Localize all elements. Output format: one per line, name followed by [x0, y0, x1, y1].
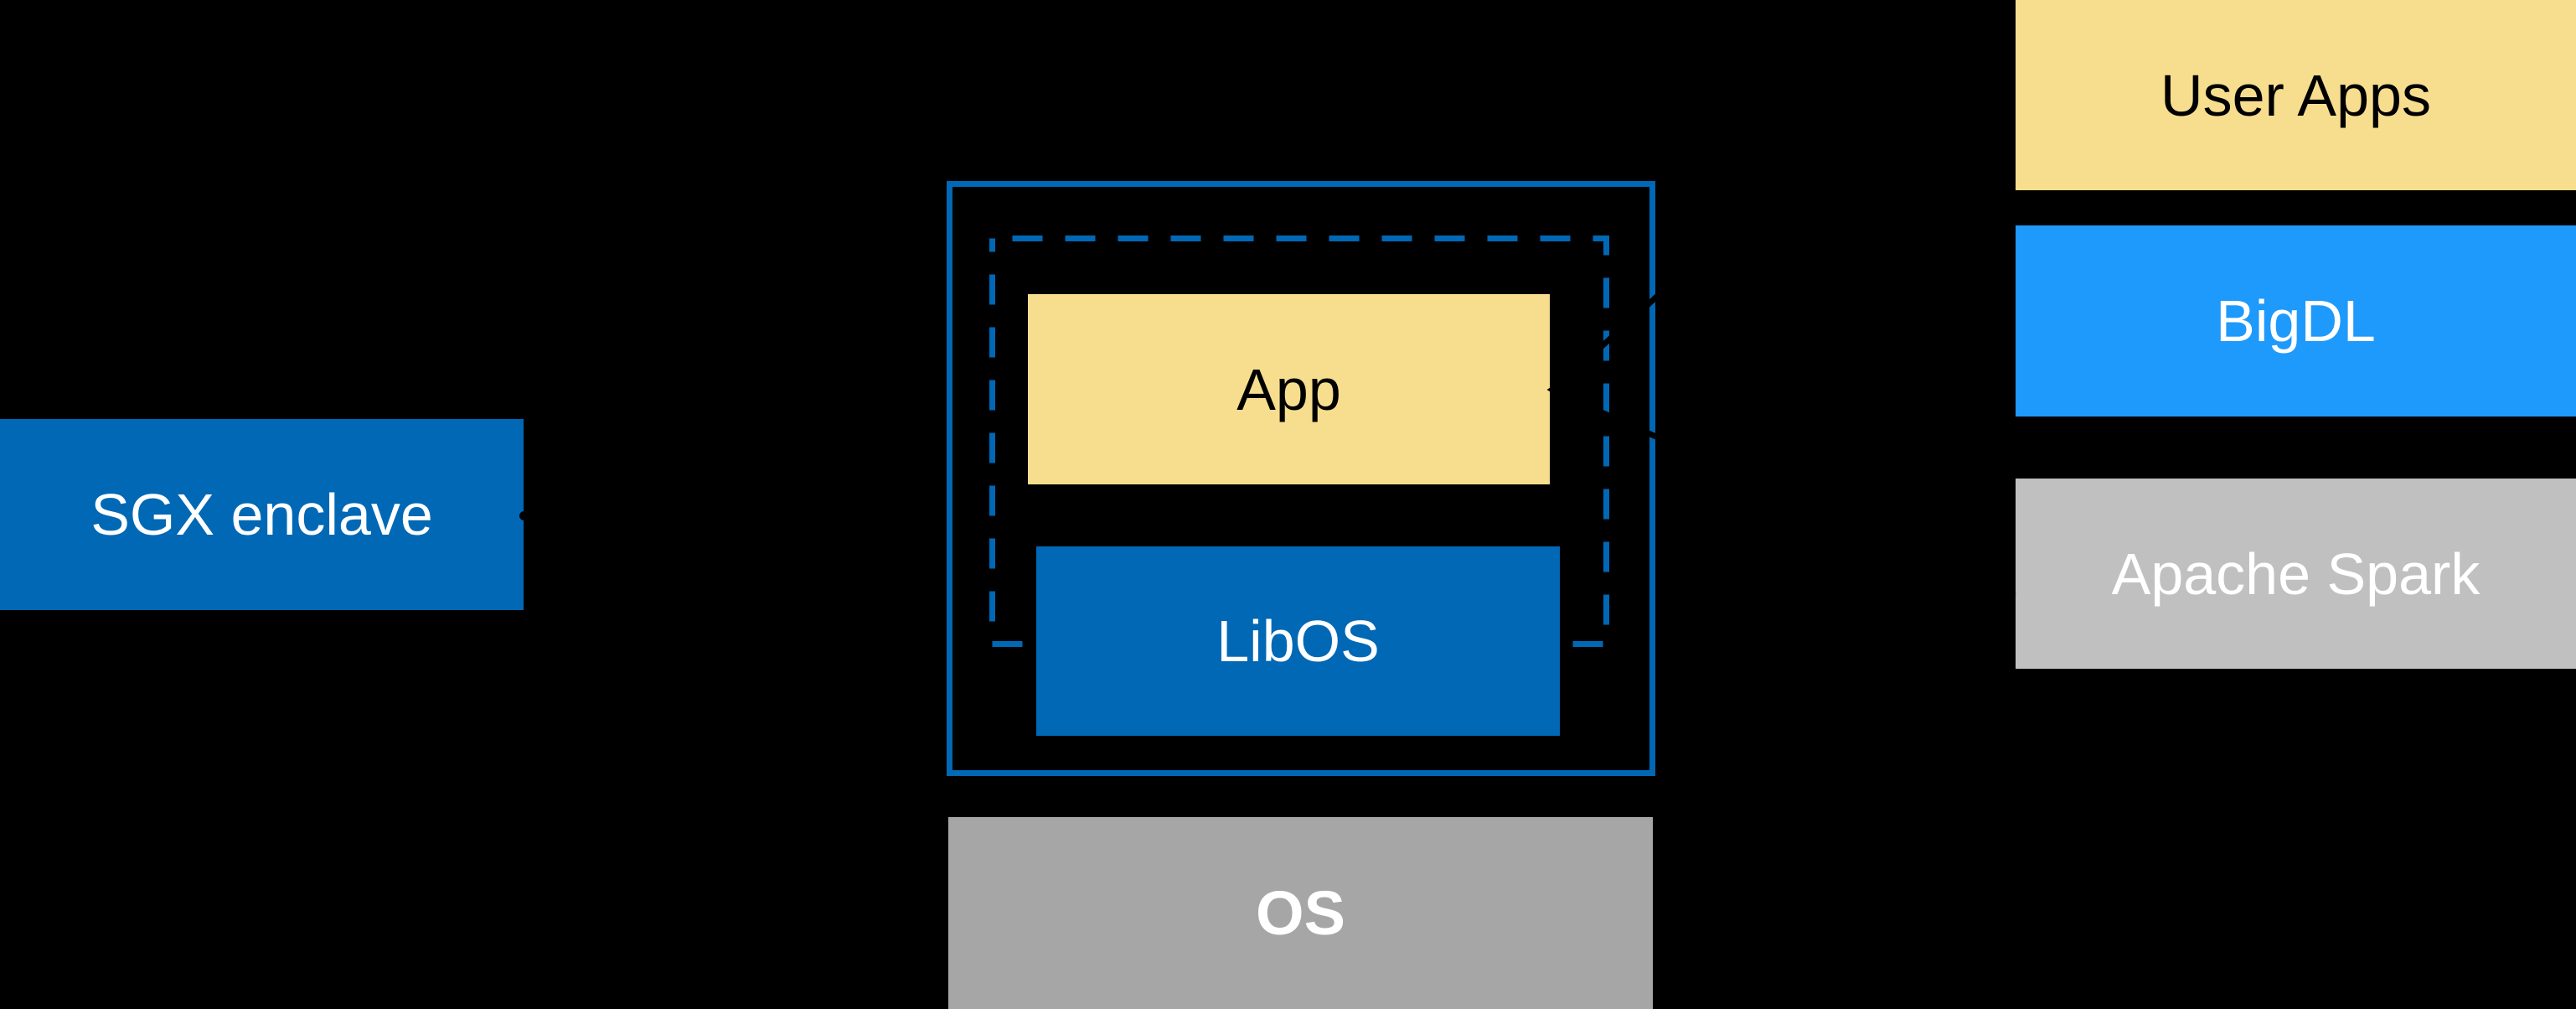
app-label: App: [1236, 356, 1341, 422]
app-box: App: [1028, 294, 1550, 484]
os-box: OS: [948, 817, 1653, 1009]
stack-item-apache-spark: Apache Spark: [2016, 479, 2576, 669]
stack-item-bigdl: BigDL: [2016, 225, 2576, 417]
os-label: OS: [1256, 877, 1345, 948]
libos-box: LibOS: [1036, 546, 1560, 736]
libos-label: LibOS: [1216, 608, 1380, 674]
stack-connector-line-lower: [1555, 389, 2016, 600]
app-open-arrowhead-icon: [1546, 373, 1575, 406]
sgx-enclave-box: SGX enclave: [0, 419, 524, 610]
sgx-open-arrowhead-icon: [918, 503, 943, 530]
stack-item-user-apps: User Apps: [2016, 0, 2576, 190]
user-apps-label: User Apps: [2160, 62, 2431, 128]
sgx-enclave-label: SGX enclave: [90, 482, 433, 547]
stack-connector-line-upper: [1554, 0, 1990, 390]
bigdl-label: BigDL: [2216, 288, 2376, 354]
apache-spark-label: Apache Spark: [2111, 541, 2480, 607]
